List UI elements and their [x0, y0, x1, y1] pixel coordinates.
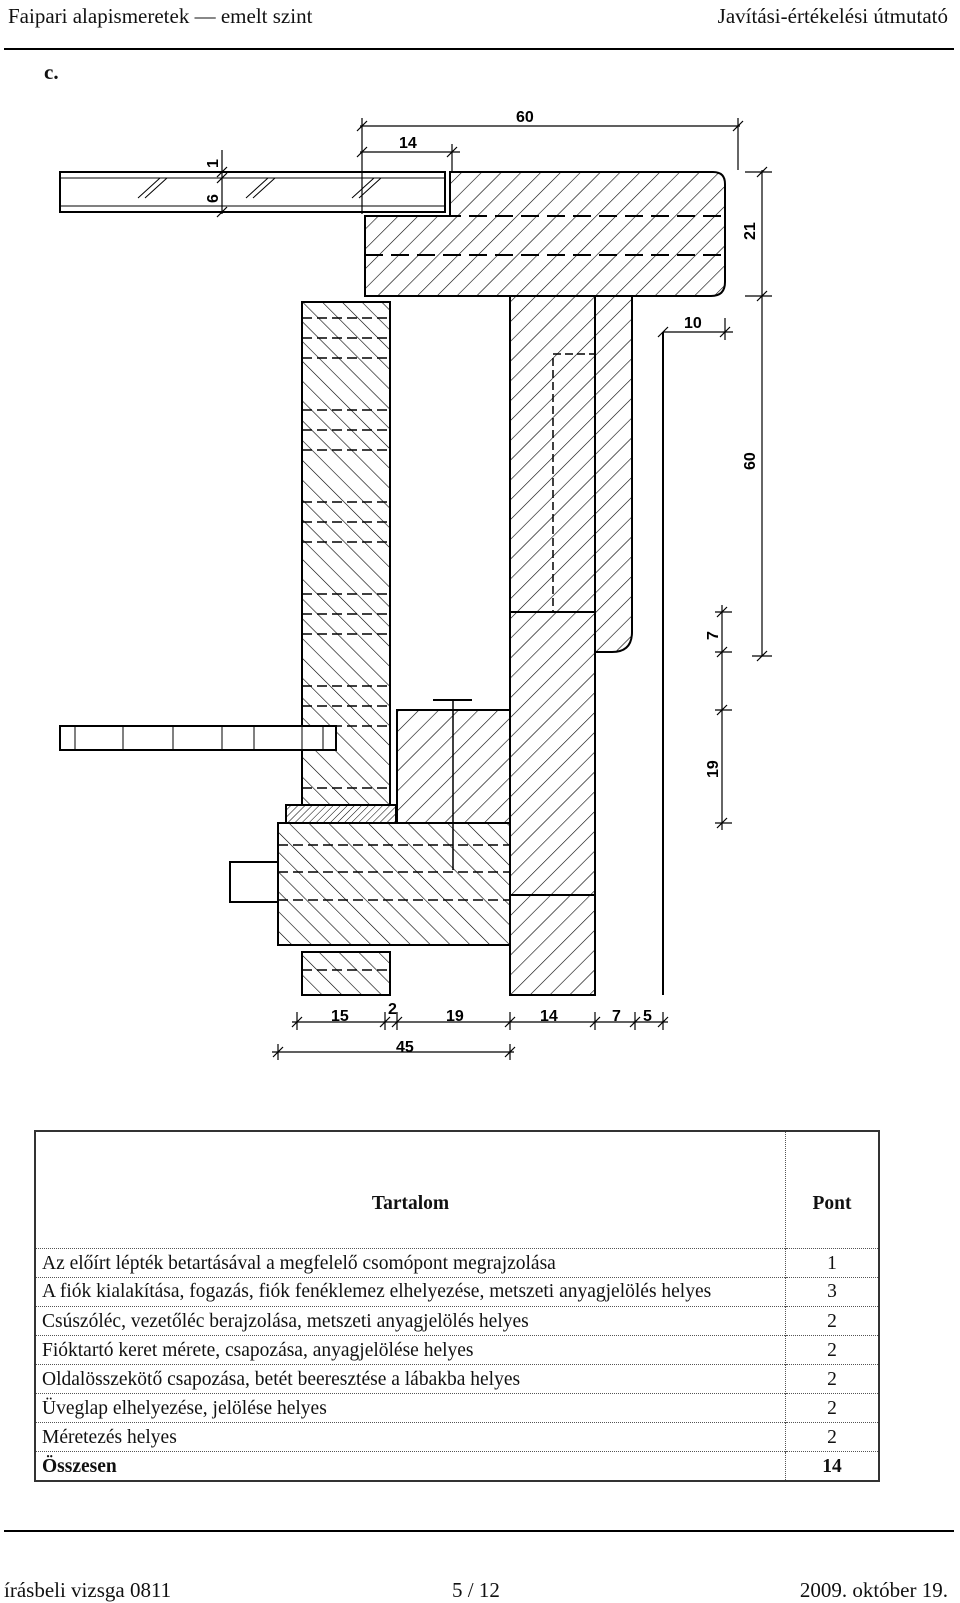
header-rule: [4, 48, 954, 50]
row-points: 2: [785, 1335, 878, 1365]
total-label: Összesen: [36, 1451, 786, 1480]
dim-19-bottom: 19: [446, 1008, 464, 1025]
page-header: Faipari alapismeretek — emelt szint Javí…: [0, 0, 960, 52]
table-row: Üveglap elhelyezése, jelölése helyes 2: [36, 1393, 878, 1423]
table-header-row: Tartalom Pont: [36, 1132, 878, 1249]
footer-rule: [4, 1530, 954, 1532]
row-text: A fiók kialakítása, fogazás, fiók fenékl…: [36, 1277, 786, 1307]
table-row: Az előírt lépték betartásával a megfelel…: [36, 1248, 878, 1278]
footer-exam-id: írásbeli vizsga 0811: [4, 1578, 172, 1602]
row-text: Méretezés helyes: [36, 1422, 786, 1452]
table-row: Csúszóléc, vezetőléc berajzolása, metsze…: [36, 1306, 878, 1336]
section-label: c.: [44, 60, 59, 84]
table-top-section: [364, 171, 726, 297]
frame-rail-section: [229, 822, 511, 946]
row-text: Oldalösszekötő csapozása, betét beereszt…: [36, 1364, 786, 1394]
dimension-lines: [216, 118, 772, 1060]
row-text: Csúszóléc, vezetőléc berajzolása, metsze…: [36, 1306, 786, 1336]
guide-rail-section: [396, 699, 511, 870]
dim-60-right: 60: [742, 452, 759, 470]
glass-panel: [59, 171, 446, 213]
dim-14-bottom: 14: [540, 1008, 558, 1025]
row-points: 2: [785, 1422, 878, 1452]
table-total-row: Összesen 14: [36, 1451, 878, 1480]
row-text: Az előírt lépték betartásával a megfelel…: [36, 1248, 786, 1278]
header-points: Pont: [812, 1192, 852, 1214]
lower-rail-section: [301, 951, 391, 996]
table-row: Fióktartó keret mérete, csapozása, anyag…: [36, 1335, 878, 1365]
dim-19-right: 19: [705, 760, 722, 778]
dim-7-bottom: 7: [612, 1008, 621, 1025]
footer-date: 2009. október 19.: [799, 1578, 948, 1602]
dim-1: 1: [205, 159, 222, 168]
dim-7-right: 7: [705, 631, 722, 640]
row-points: 1: [785, 1248, 878, 1278]
row-text: Üveglap elhelyezése, jelölése helyes: [36, 1393, 786, 1423]
dim-45-bottom: 45: [396, 1039, 414, 1056]
table-row: Oldalösszekötő csapozása, betét beereszt…: [36, 1364, 878, 1394]
dim-2-bottom: 2: [388, 1001, 397, 1018]
scoring-table: Tartalom Pont Az előírt lépték betartásá…: [34, 1130, 880, 1482]
table-row: Méretezés helyes 2: [36, 1422, 878, 1452]
dim-10: 10: [684, 315, 702, 332]
table-row: A fiók kialakítása, fogazás, fiók fenékl…: [36, 1277, 878, 1307]
dim-60-top: 60: [516, 109, 534, 126]
total-points: 14: [785, 1451, 878, 1480]
drawer-bottom-panel: [59, 725, 337, 751]
dim-6: 6: [205, 194, 222, 203]
footer-page-number: 5 / 12: [452, 1578, 500, 1602]
leg-section: [509, 295, 633, 996]
dim-5-bottom: 5: [643, 1008, 652, 1025]
header-doc-type: Javítási-értékelési útmutató: [717, 4, 948, 28]
dim-15-bottom: 15: [331, 1008, 349, 1025]
page-footer: írásbeli vizsga 0811 5 / 12 2009. októbe…: [0, 1530, 960, 1602]
row-points: 2: [785, 1364, 878, 1394]
dim-21: 21: [742, 222, 759, 240]
header-content: Tartalom: [36, 1132, 786, 1249]
row-points: 3: [785, 1277, 878, 1307]
drawer-side-section: [301, 301, 391, 806]
dim-14-top: 14: [399, 135, 417, 152]
row-points: 2: [785, 1306, 878, 1336]
row-points: 2: [785, 1393, 878, 1423]
header-subject: Faipari alapismeretek — emelt szint: [8, 4, 313, 28]
technical-drawing: 60 14 1 6 21 10 60 7 19 15 2 19 14 7 5 4…: [59, 109, 772, 1060]
slide-strip: [285, 804, 397, 824]
row-text: Fióktartó keret mérete, csapozása, anyag…: [36, 1335, 786, 1365]
dimension-labels: 60 14 1 6 21 10 60 7 19 15 2 19 14 7 5 4…: [205, 109, 759, 1056]
